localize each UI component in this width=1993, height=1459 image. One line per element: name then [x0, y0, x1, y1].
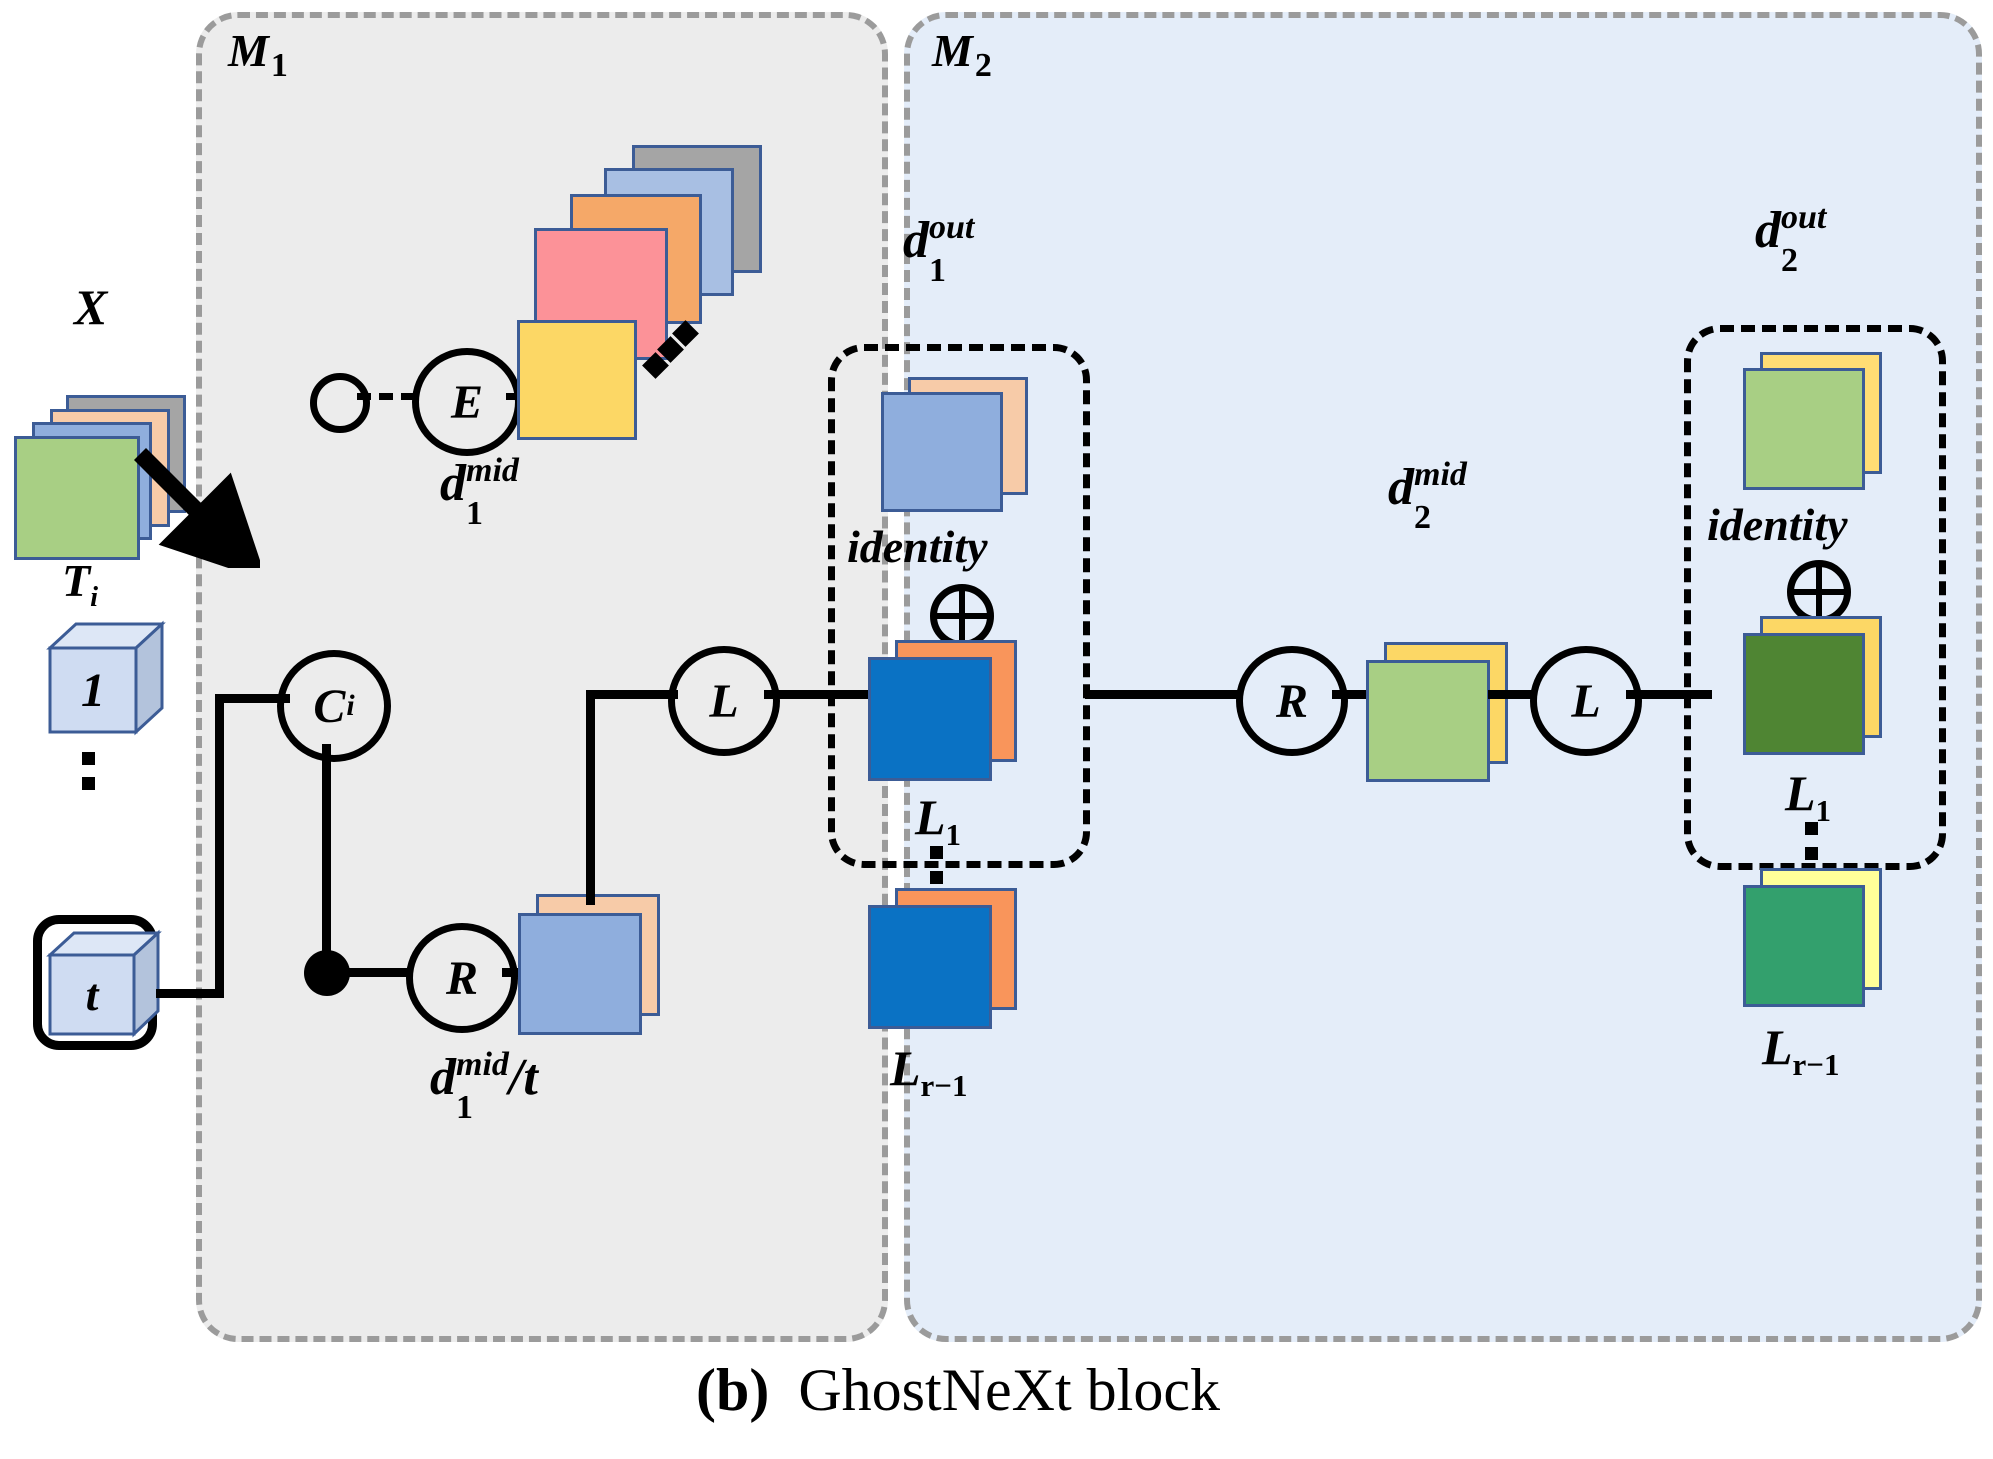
operator-l1[interactable]: L: [668, 646, 780, 756]
input-tensor-label: X: [74, 279, 108, 335]
figure-caption-text: GhostNeXt block: [798, 1357, 1220, 1423]
m1-branchN-label: Lr−1: [890, 1040, 968, 1103]
input-card-green: [14, 436, 140, 560]
m2-branch1-label: L1: [1785, 765, 1832, 828]
m2-branch-ellipsis: [1805, 822, 1818, 860]
source-node-icon: [310, 373, 370, 433]
m1-plus-icon: [930, 584, 994, 648]
operator-l2[interactable]: L: [1530, 646, 1642, 756]
wire-bus-to-ci: [215, 694, 290, 703]
m1-branch1-label: L1: [915, 789, 962, 852]
time-cube-first-value: 1: [81, 663, 105, 717]
m1-expand-card-yellow: [517, 320, 637, 440]
m2-mid-card-green: [1366, 660, 1490, 782]
m1-reduced-card-blue: [518, 913, 642, 1035]
figure-caption-prefix: (b): [696, 1357, 770, 1423]
m2-out-group: [1684, 325, 1946, 870]
m1-identity-label: identity: [847, 521, 988, 572]
time-cube-first: 1: [46, 620, 166, 736]
m2-plus-icon: [1787, 560, 1851, 624]
junction-dot: [304, 950, 350, 996]
m2-branch1-card-olive: [1743, 633, 1865, 755]
m1-branch1-card-blue: [868, 657, 992, 781]
time-cube-last: t: [46, 929, 166, 1039]
module-label-m2: M2: [932, 25, 992, 85]
m1-out-group: [828, 344, 1090, 868]
m1-identity-card-blue: [881, 392, 1003, 512]
wire-t-to-bus: [156, 989, 224, 998]
time-cube-ellipsis: [82, 752, 95, 790]
time-cube-last-value: t: [85, 969, 99, 1020]
wire-up-to-l1-horizontal: [586, 690, 678, 699]
wire-l2-to-group: [1626, 690, 1712, 699]
time-tensor-label: Ti: [62, 555, 99, 614]
m1-branch-ellipsis: [930, 846, 943, 884]
m2-branchN-card-teal: [1743, 885, 1865, 1007]
wire-card-up-to-l1: [586, 690, 595, 905]
wire-l1-to-group: [764, 690, 874, 699]
figure-caption: (b) GhostNeXt block: [696, 1356, 1220, 1425]
operator-r1[interactable]: R: [406, 923, 518, 1033]
wire-r2-to-card: [1332, 690, 1380, 699]
module-label-m1: M1: [228, 25, 288, 85]
wire-m2card-to-l2: [1488, 690, 1534, 699]
dashed-wire-node-to-e: [357, 393, 415, 400]
m2-branchN-label: Lr−1: [1762, 1019, 1840, 1082]
m1-branchN-card-blue: [868, 905, 992, 1029]
operator-e[interactable]: E: [412, 348, 522, 456]
wire-bus-vertical: [215, 694, 224, 994]
wire-m1-to-m2: [1085, 690, 1242, 699]
m2-identity-label: identity: [1707, 499, 1848, 550]
operator-r2[interactable]: R: [1236, 646, 1348, 756]
input-arrow-icon: [133, 447, 260, 568]
wire-ci-down: [322, 744, 331, 972]
wire-dot-to-r1: [348, 968, 410, 977]
m2-identity-card-green: [1743, 368, 1865, 490]
